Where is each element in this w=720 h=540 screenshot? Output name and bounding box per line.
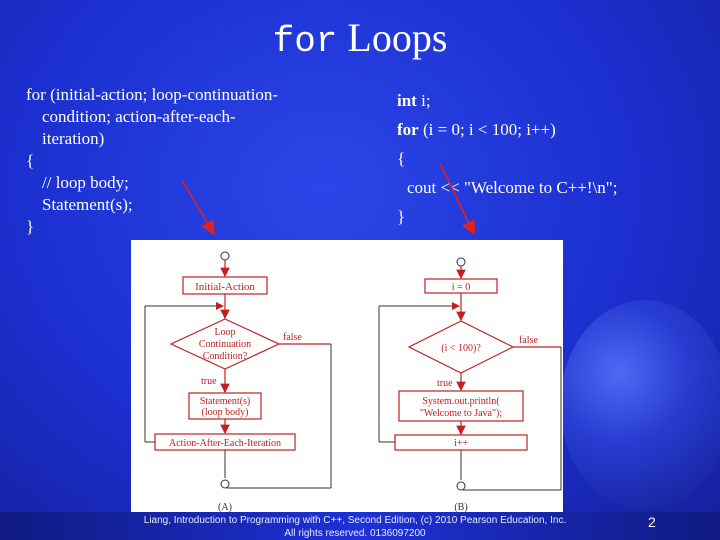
example-line: } [397, 207, 406, 226]
footer-band [0, 512, 720, 540]
example-line: int i; [397, 86, 697, 115]
condition-label: Continuation [199, 339, 251, 350]
after-label: i++ [454, 438, 468, 449]
globe-decoration [560, 300, 720, 510]
body-box [188, 392, 262, 420]
end-node [456, 481, 466, 491]
false-label: false [283, 332, 302, 343]
loop-syntax: for (initial-action; loop-continuation- … [26, 84, 356, 238]
keyword: int [397, 91, 417, 110]
code-text: i; [416, 91, 431, 110]
syntax-line: Statement(s); [42, 195, 133, 214]
true-label: true [201, 376, 217, 387]
title-text: Loops [337, 15, 448, 60]
condition-label: Condition? [203, 351, 248, 362]
footer-copyright: Liang, Introduction to Programming with … [120, 514, 590, 540]
title-keyword: for [272, 21, 338, 62]
syntax-line: { [26, 151, 35, 170]
syntax-line: // loop body; [42, 173, 129, 192]
arrow-to-chart-b [439, 162, 475, 236]
code-text: (i = 0; i < 100; i++) [418, 120, 556, 139]
condition-label: Loop [214, 327, 235, 338]
footer-line: Liang, Introduction to Programming with … [143, 515, 567, 526]
page-number: 2 [648, 514, 656, 530]
example-line: for (i = 0; i < 100; i++) [397, 115, 697, 144]
caption-a: (A) [218, 502, 232, 513]
body-label: "Welcome to Java"); [420, 408, 503, 419]
caption-b: (B) [454, 502, 467, 513]
condition-label: (i < 100)? [441, 343, 481, 354]
slide-title: for Loops [0, 14, 720, 62]
false-label: false [519, 335, 538, 346]
footer-line: All rights reserved. 0136097200 [284, 528, 426, 539]
after-label: Action-After-Each-Iteration [169, 438, 281, 449]
syntax-line: condition; action-after-each- [42, 107, 236, 126]
body-box [398, 390, 524, 422]
init-label: i = 0 [452, 282, 470, 293]
keyword: for [397, 120, 419, 139]
loop-example: int i; for (i = 0; i < 100; i++) { cout … [397, 86, 697, 231]
body-label: Statement(s) [200, 396, 251, 407]
syntax-line: } [26, 217, 35, 236]
end-node [220, 479, 230, 489]
flowchart-b: i = 0 (i < 100)? false true System.out.p… [378, 257, 562, 513]
flowchart-svg: Initial-Action Loop Continuation Conditi… [144, 251, 562, 513]
flowchart-figure: Initial-Action Loop Continuation Conditi… [131, 240, 563, 516]
example-line: { [397, 149, 406, 168]
init-label: Initial-Action [195, 281, 255, 293]
example-line: cout << "Welcome to C++!\n"; [407, 178, 618, 197]
arrow-to-chart-a [181, 179, 215, 236]
syntax-line: for (initial-action; loop-continuation- [26, 85, 279, 104]
body-label: System.out.println( [422, 396, 500, 407]
flowchart-a: Initial-Action Loop Continuation Conditi… [144, 251, 332, 513]
syntax-line: iteration) [42, 129, 105, 148]
body-label: (loop body) [202, 407, 249, 418]
true-label: true [437, 378, 453, 389]
